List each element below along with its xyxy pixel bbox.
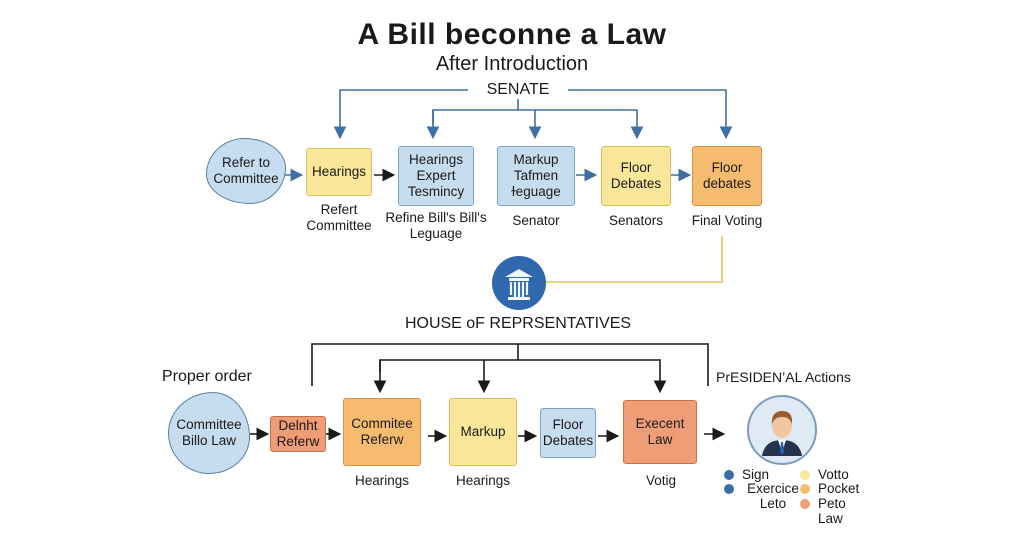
senate-caption-4: Senators bbox=[608, 213, 664, 228]
capitol-icon bbox=[491, 255, 547, 311]
legend-peto-law: Peto Law bbox=[800, 496, 850, 527]
legend-dot-icon bbox=[800, 470, 810, 480]
senate-step-1: Hearings bbox=[306, 148, 372, 196]
legend-dot-icon bbox=[724, 470, 734, 480]
president-label: PrESIDEN’AL Actions bbox=[716, 369, 851, 385]
house-step-4: Floor Debates bbox=[540, 408, 596, 458]
house-step-2: Commitee Referw bbox=[343, 398, 421, 466]
senate-caption-3: Senator bbox=[512, 213, 560, 228]
house-label: HOUSE oF REPRSENTATIVES bbox=[404, 315, 632, 332]
president-avatar-icon bbox=[746, 394, 818, 466]
senate-caption-5: Final Voting bbox=[691, 213, 763, 228]
senate-step-3: Markup Tafmen ɫeguage bbox=[497, 146, 575, 206]
legend-dot-icon bbox=[724, 484, 734, 494]
house-start-oval: Committee Billo Law bbox=[168, 392, 250, 474]
senate-start-oval: Refer to Committee bbox=[206, 138, 286, 204]
senate-label: SENATE bbox=[468, 81, 568, 99]
house-step-3: Markup bbox=[449, 398, 517, 466]
legend-dot-icon bbox=[800, 484, 810, 494]
senate-step-5: Floor debates bbox=[692, 146, 762, 206]
senate-step-2: Hearings Expert Tesmincy bbox=[398, 146, 474, 206]
page-title: A Bill beconne a Law bbox=[357, 18, 667, 51]
legend-dot-icon bbox=[800, 499, 810, 509]
house-caption-3: Hearings bbox=[455, 473, 511, 488]
legend-votto: Votto bbox=[800, 467, 849, 483]
house-side-label: Proper order bbox=[162, 368, 252, 385]
house-step-1: Delnht Referw bbox=[270, 416, 326, 452]
page-subtitle: After Introduction bbox=[435, 53, 589, 75]
legend-exercice-leto: Exercice Leto bbox=[724, 481, 804, 512]
senate-step-4: Floor Debates bbox=[601, 146, 671, 206]
legend-pocket: Pocket bbox=[800, 481, 859, 497]
house-caption-2: Hearings bbox=[354, 473, 410, 488]
house-caption-5: Votig bbox=[645, 473, 677, 488]
senate-caption-1: Refert Committee bbox=[306, 202, 372, 234]
legend-sign: Sign bbox=[724, 467, 769, 483]
senate-caption-2: Refine Bill's Bill's Leguage bbox=[385, 210, 487, 242]
house-step-5: Execent Law bbox=[623, 400, 697, 464]
